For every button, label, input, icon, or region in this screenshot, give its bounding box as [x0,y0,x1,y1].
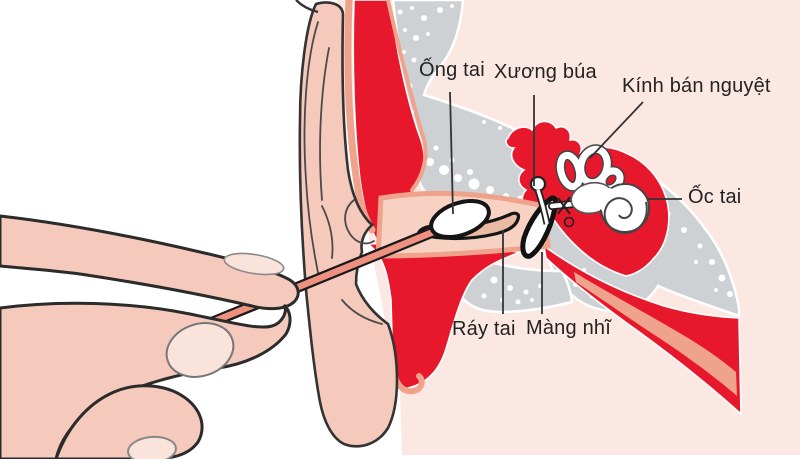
hand-illustration [0,214,300,459]
tissue-red-region [352,0,742,416]
label-semicircular-canals: Kính bán nguyệt [622,75,771,97]
middle-fingernail [127,435,177,459]
leader-ear-canal [449,91,454,215]
thumbnail [165,322,235,378]
leader-lines [449,91,682,314]
index-finger [0,214,300,311]
cochlea-spiral [603,197,648,235]
pinna-shape [295,0,399,448]
label-cochlea: Ốc tai [688,186,742,208]
label-malleus: Xương búa [494,61,597,83]
cotton-swab-tip [429,198,491,240]
label-eardrum: Màng nhĩ [526,317,611,339]
index-fingernail [223,252,285,276]
label-earwax: Ráy tai [452,318,516,340]
cotton-swab [197,198,491,332]
leader-semicircular [589,101,644,159]
inner-ear-shapes [555,144,650,235]
label-ear-canal: Ống tai [419,59,485,81]
